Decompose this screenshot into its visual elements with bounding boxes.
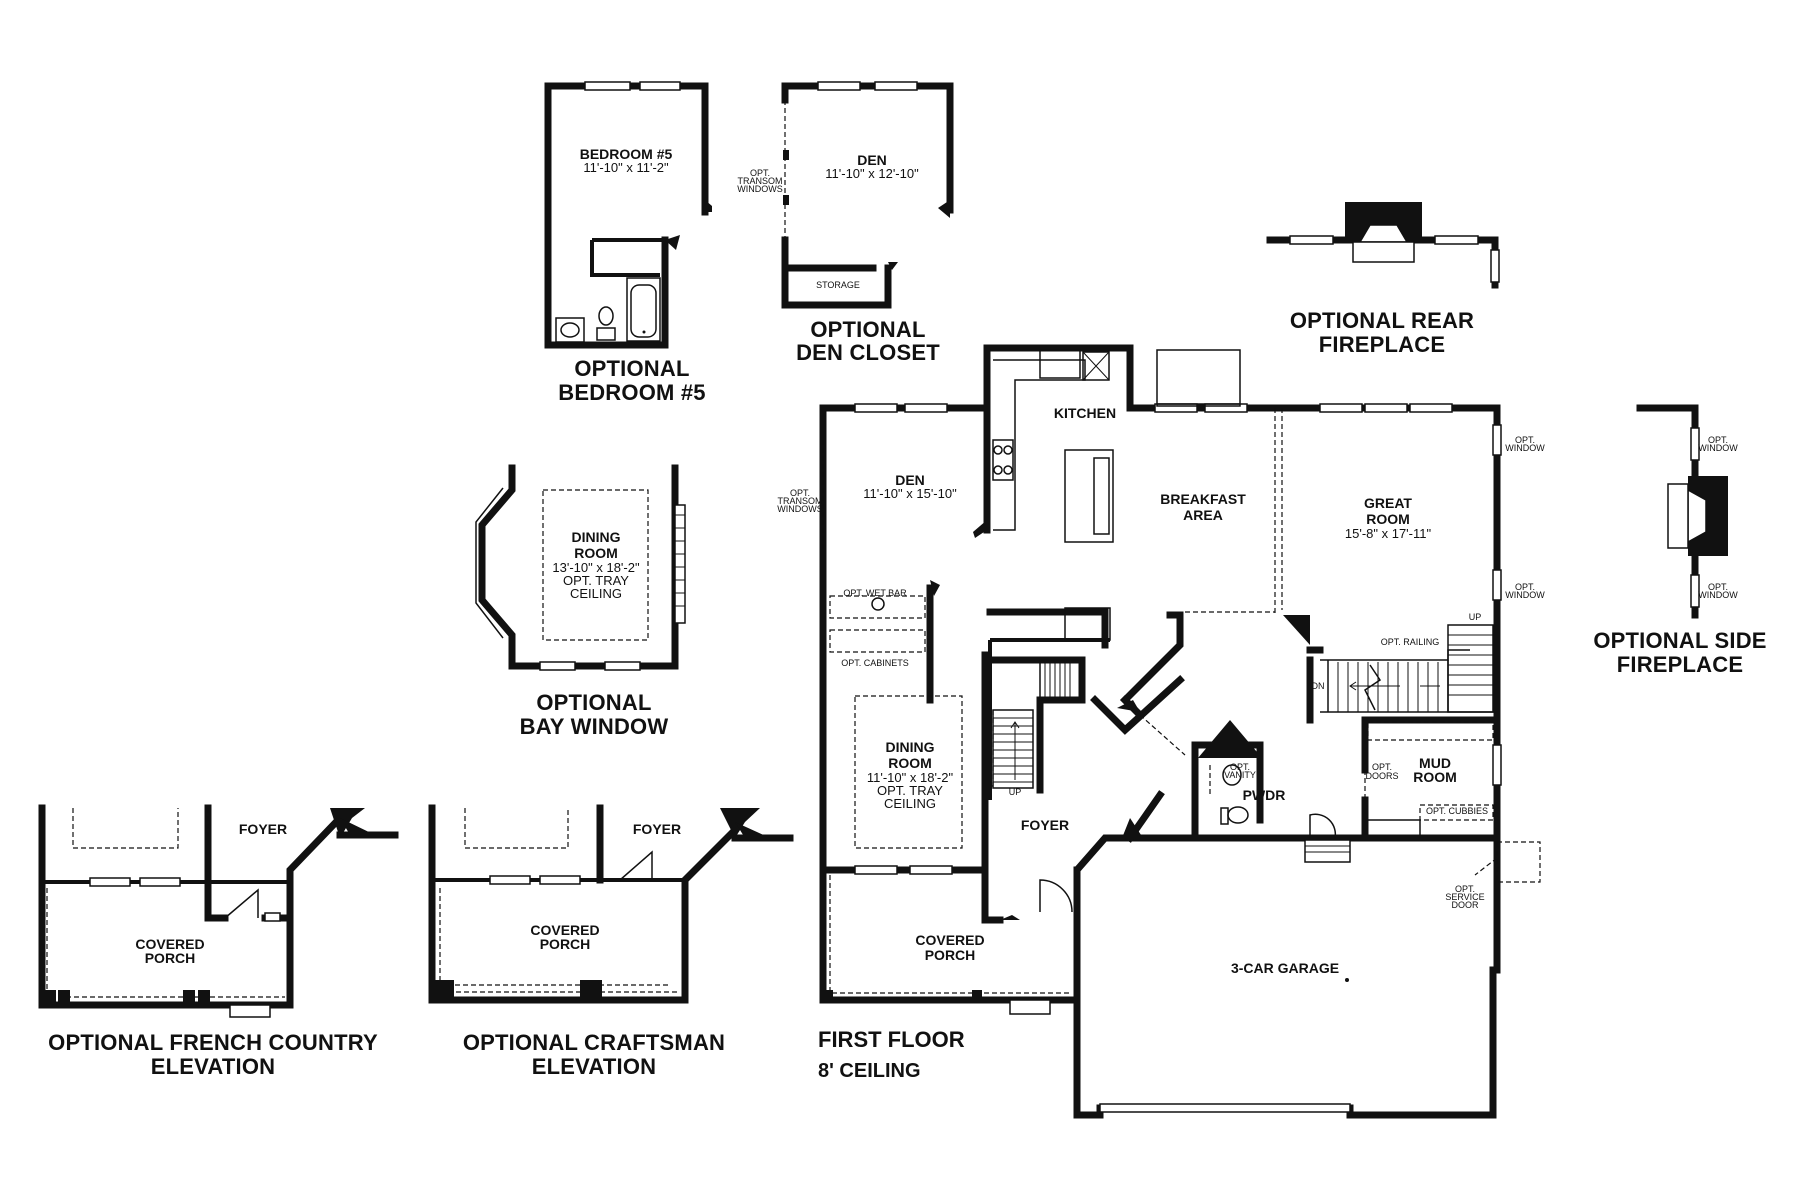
bedroom5-name: BEDROOM #5 — [580, 146, 673, 162]
dining-main-line1: DINING — [886, 739, 935, 755]
optional-den-closet-plan: OPT. TRANSOM WINDOWS DEN 11'-10" x 12'-1… — [737, 81, 954, 309]
gr-window-top-l1: OPT. — [1515, 435, 1535, 445]
cabinets-label: OPT. CABINETS — [841, 658, 909, 668]
side-window-top-l2: WINDOW — [1698, 443, 1738, 453]
caption-craftsman-line1: OPTIONAL CRAFTSMAN — [463, 1030, 725, 1055]
stair-dn-label: DN — [1312, 681, 1325, 691]
foyer-fc-label: FOYER — [239, 821, 287, 837]
gr-window-bot-l1: OPT. — [1515, 582, 1535, 592]
gr-window-top-l2: WINDOW — [1505, 443, 1545, 453]
breakfast-line1: BREAKFAST — [1160, 491, 1246, 507]
transom-main-l2: TRANSOM — [778, 496, 823, 506]
optional-side-fireplace-plan: OPT. WINDOW OPT. WINDOW — [1636, 404, 1738, 619]
dining-bay-dimensions: 13'-10" x 18'-2" — [552, 560, 640, 575]
porch-fc-line2: PORCH — [145, 950, 196, 966]
cubbies-label: OPT. CUBBIES — [1426, 806, 1488, 816]
side-window-top-l1: OPT. — [1708, 435, 1728, 445]
den-opt-name: DEN — [857, 152, 887, 168]
mud-room-line1: MUD — [1419, 755, 1451, 771]
den-main-dimensions: 11'-10" x 15'-10" — [863, 486, 957, 501]
foyer-cr-label: FOYER — [633, 821, 681, 837]
caption-bedroom5-line2: BEDROOM #5 — [558, 380, 705, 405]
caption-rear-fireplace-line2: FIREPLACE — [1319, 332, 1445, 357]
great-room-line1: GREAT — [1364, 495, 1412, 511]
optional-bedroom5-plan: BEDROOM #5 11'-10" x 11'-2" — [544, 81, 712, 349]
dining-bay-line1: DINING — [572, 529, 621, 545]
vanity-note-l2: VANITY — [1224, 770, 1256, 780]
kitchen-label: KITCHEN — [1054, 405, 1116, 421]
caption-french-country-line1: OPTIONAL FRENCH COUNTRY — [48, 1030, 378, 1055]
porch-main-line2: PORCH — [925, 947, 976, 963]
dining-main-dimensions: 11'-10" x 18'-2" — [867, 770, 954, 785]
dining-bay-note1: OPT. TRAY — [563, 573, 629, 588]
transom-note-opt-l2: TRANSOM — [738, 176, 783, 186]
storage-label: STORAGE — [816, 280, 860, 290]
vanity-note-l1: OPT. — [1230, 762, 1250, 772]
great-room-line2: ROOM — [1366, 511, 1410, 527]
porch-fc-line1: COVERED — [135, 936, 204, 952]
pwdr-label: PWDR — [1243, 787, 1286, 803]
craftsman-elevation-plan: FOYER COVERED PORCH — [428, 804, 794, 1004]
den-main-name: DEN — [895, 472, 925, 488]
dining-main-note1: OPT. TRAY — [877, 783, 943, 798]
den-opt-dimensions: 11'-10" x 12'-10" — [825, 166, 919, 181]
french-country-elevation-plan: FOYER COVERED PORCH — [38, 804, 399, 1018]
gr-window-bot-l2: WINDOW — [1505, 590, 1545, 600]
great-room-dimensions: 15'-8" x 17'-11" — [1345, 526, 1432, 541]
caption-rear-fireplace-line1: OPTIONAL REAR — [1290, 308, 1474, 333]
side-window-bot-l1: OPT. — [1708, 582, 1728, 592]
caption-french-country-line2: ELEVATION — [151, 1054, 275, 1079]
caption-den-closet-line2: DEN CLOSET — [796, 340, 940, 365]
breakfast-line2: AREA — [1183, 507, 1223, 523]
caption-bedroom5-line1: OPTIONAL — [574, 356, 689, 381]
mud-room-line2: ROOM — [1413, 769, 1457, 785]
optional-rear-fireplace-plan — [1266, 202, 1500, 289]
caption-side-fireplace-line1: OPTIONAL SIDE — [1593, 628, 1766, 653]
opt-doors-l2: DOORS — [1365, 771, 1398, 781]
railing-label: OPT. RAILING — [1381, 637, 1440, 647]
captions: OPTIONAL BEDROOM #5 OPTIONAL DEN CLOSET … — [48, 308, 1766, 1082]
caption-first-floor-line2: 8' CEILING — [818, 1060, 921, 1082]
dining-main-line2: ROOM — [888, 755, 932, 771]
dining-bay-line2: ROOM — [574, 545, 618, 561]
caption-craftsman-line2: ELEVATION — [532, 1054, 656, 1079]
service-door-l2: SERVICE — [1445, 892, 1484, 902]
bedroom5-dimensions: 11'-10" x 11'-2" — [583, 160, 669, 175]
opt-doors-l1: OPT. — [1372, 762, 1392, 772]
first-floor-plan: UP OPT. WET BAR OPT. CABINETS — [777, 344, 1545, 1119]
transom-note-opt-l1: OPT. — [750, 168, 770, 178]
transom-main-l3: WINDOWS — [777, 504, 823, 514]
service-door-l1: OPT. — [1455, 884, 1475, 894]
porch-cr-line1: COVERED — [530, 922, 599, 938]
transom-main-l1: OPT. — [790, 488, 810, 498]
side-window-bot-l2: WINDOW — [1698, 590, 1738, 600]
caption-bay-window-line1: OPTIONAL — [536, 690, 651, 715]
dining-bay-note2: CEILING — [570, 586, 622, 601]
dining-main-note2: CEILING — [884, 796, 936, 811]
optional-bay-window-plan: DINING ROOM 13'-10" x 18'-2" OPT. TRAY C… — [475, 464, 686, 671]
transom-note-opt-l3: WINDOWS — [737, 184, 783, 194]
porch-main-line1: COVERED — [915, 932, 984, 948]
caption-first-floor-line1: FIRST FLOOR — [818, 1027, 965, 1052]
stair-up-right-label: UP — [1469, 612, 1482, 622]
service-door-l3: DOOR — [1452, 900, 1480, 910]
garage-label: 3-CAR GARAGE — [1231, 960, 1339, 976]
porch-cr-line2: PORCH — [540, 936, 591, 952]
caption-den-closet-line1: OPTIONAL — [810, 317, 925, 342]
stair-up-left-label: UP — [1009, 787, 1022, 797]
wet-bar-label: OPT. WET BAR — [843, 588, 907, 598]
caption-bay-window-line2: BAY WINDOW — [520, 714, 669, 739]
caption-side-fireplace-line2: FIREPLACE — [1617, 652, 1743, 677]
foyer-label: FOYER — [1021, 817, 1069, 833]
